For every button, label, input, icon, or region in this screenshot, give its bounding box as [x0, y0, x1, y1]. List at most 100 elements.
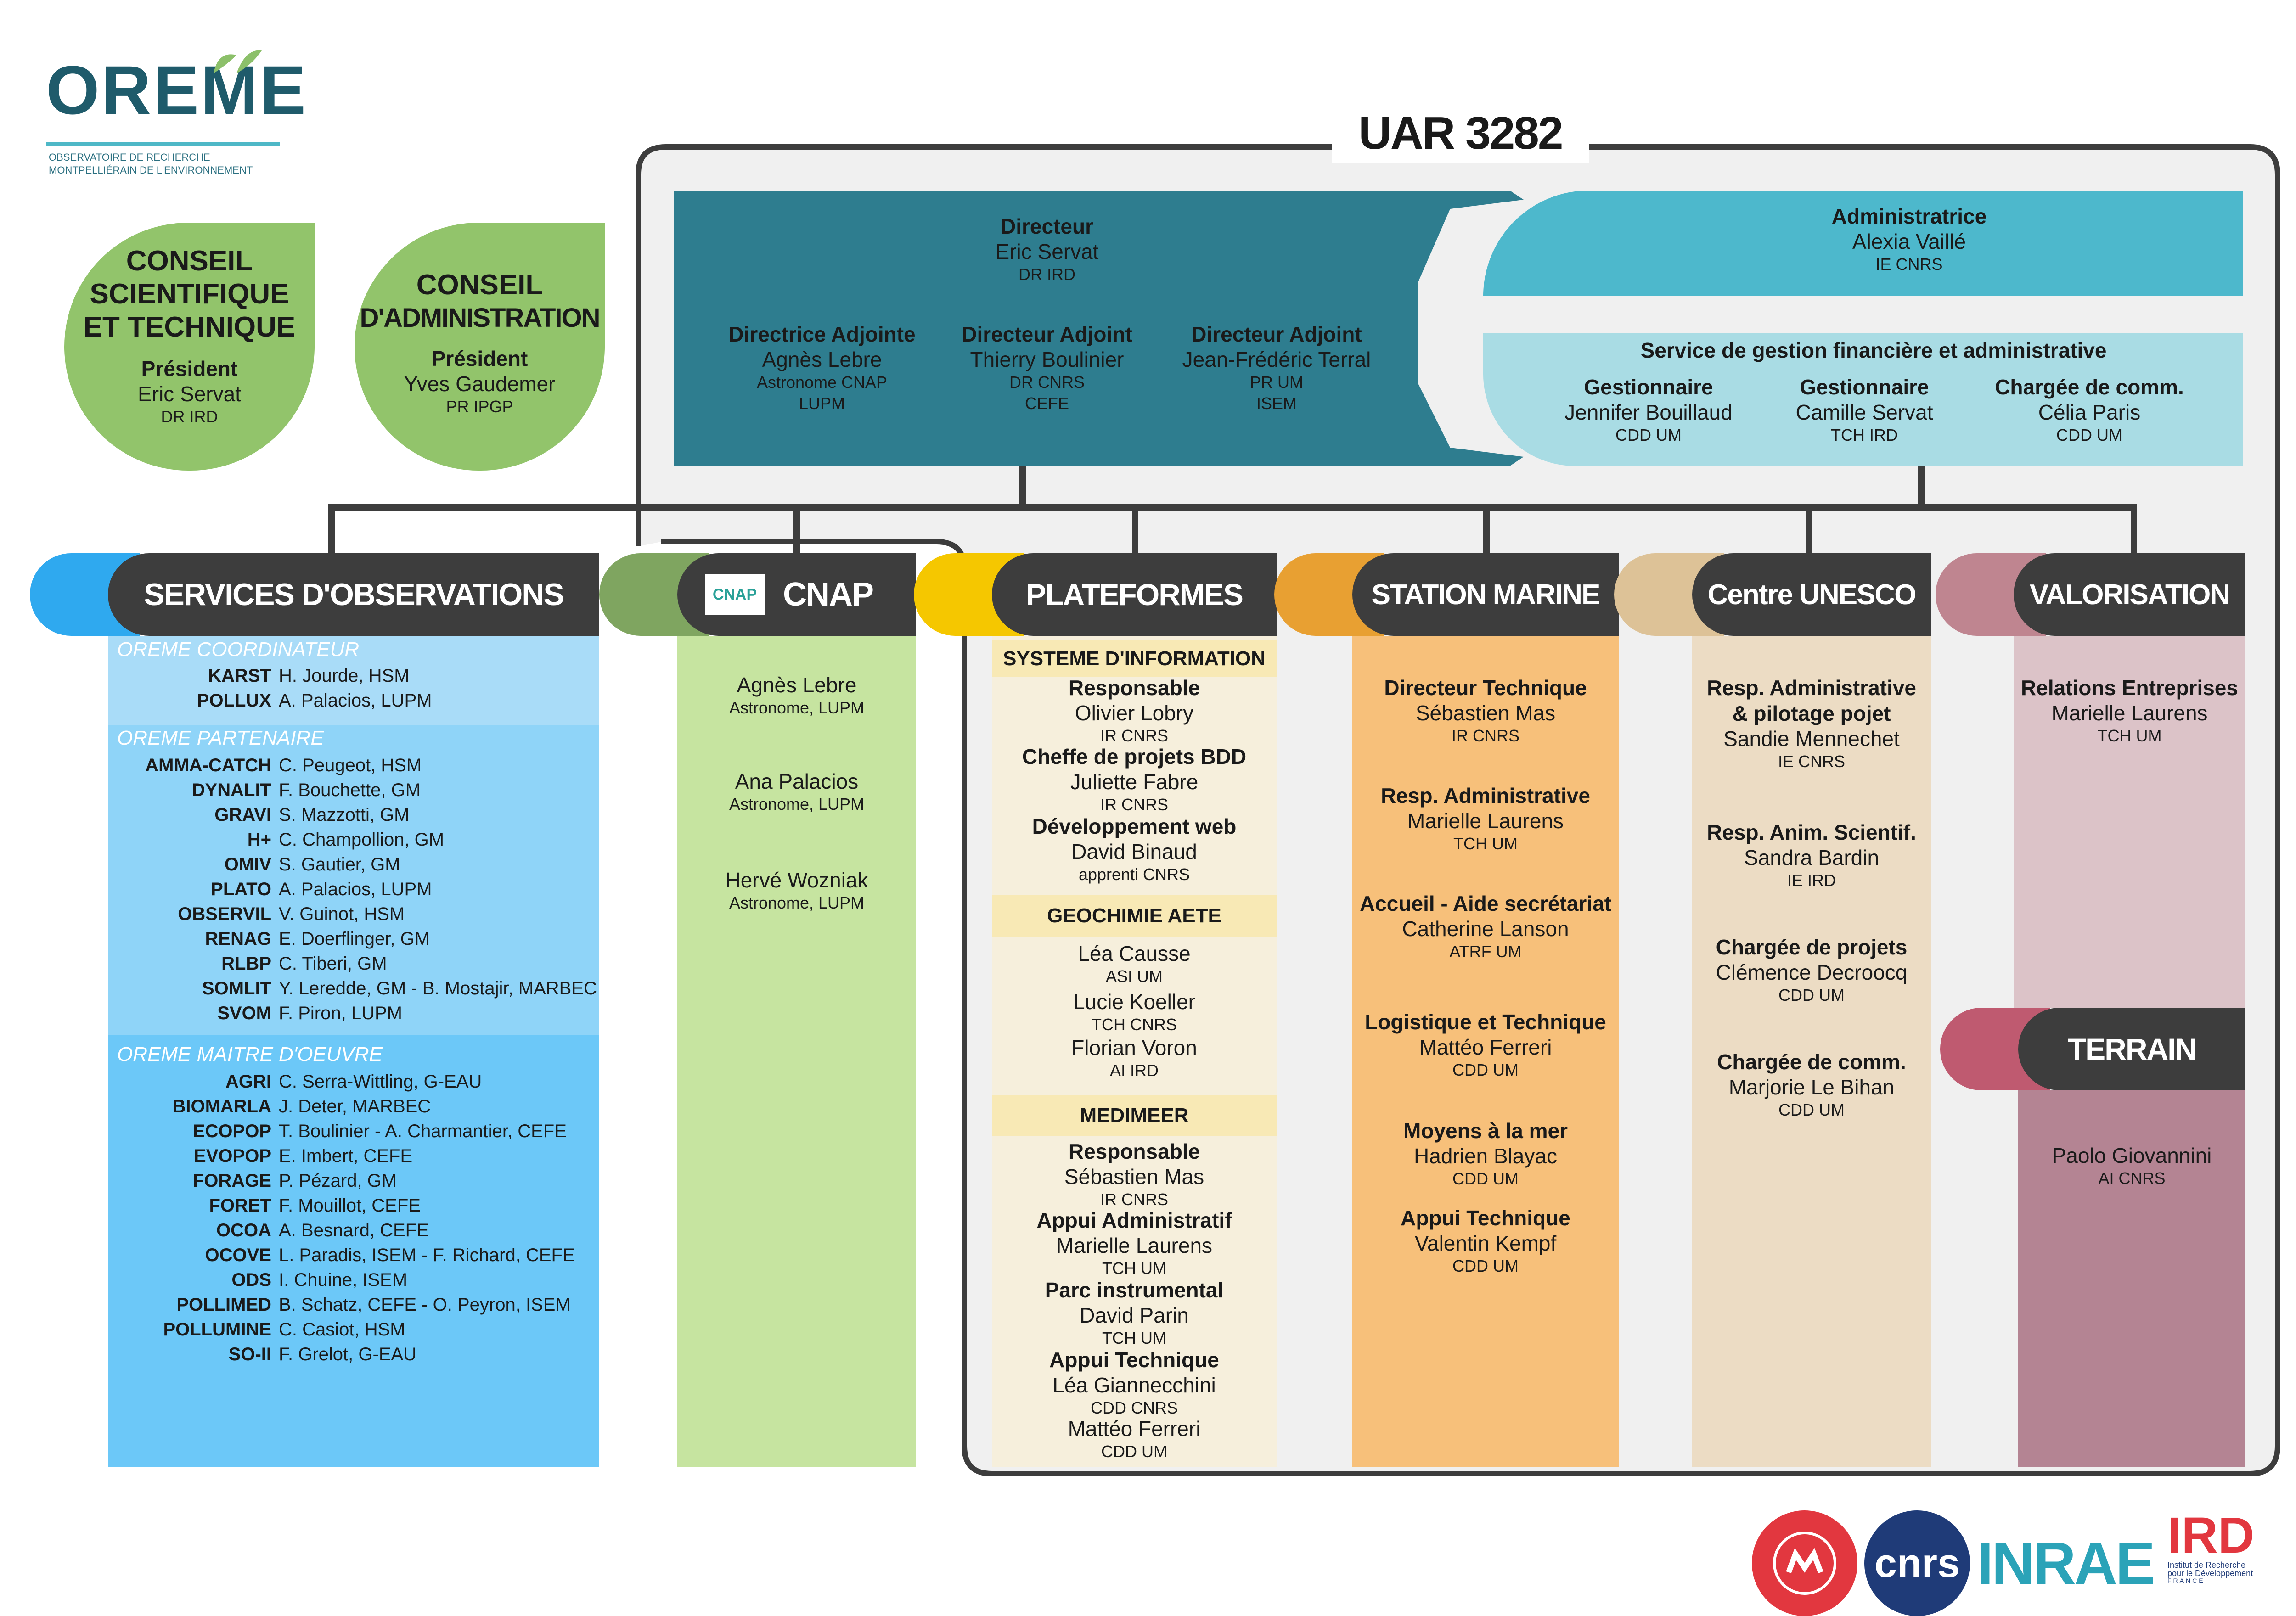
director-grade: DR IRD [1019, 265, 1075, 284]
cnap-header: CNAP CNAP [677, 553, 916, 636]
plat-grade: IR CNRS [1100, 795, 1168, 814]
connector-dir [1019, 466, 1026, 507]
unesco-person-3: Chargée de projets Clémence Decroocq CDD… [1692, 934, 1931, 1006]
plat-grade: TCH UM [1102, 1259, 1166, 1278]
terrain-name: Paolo Giovannini [2052, 1144, 2212, 1167]
plat-grade: TCH CNRS [1092, 1015, 1177, 1034]
connector-v2 [793, 504, 800, 555]
conseil-scientifique: CONSEIL SCIENTIFIQUE ET TECHNIQUE Présid… [64, 223, 315, 471]
plat-geo-title: GEOCHIMIE AETE [992, 895, 1277, 937]
station-name: Mattéo Ferreri [1419, 1035, 1552, 1059]
station-grade: CDD UM [1452, 1060, 1519, 1079]
deputy-role: Directeur Adjoint [962, 322, 1132, 346]
station-person-3: Accueil - Aide secrétariat Catherine Lan… [1352, 891, 1619, 962]
ird-sub-1: Institut de Recherche [2167, 1560, 2246, 1570]
station-header: STATION MARINE [1352, 553, 1619, 636]
terrain-grade: AI CNRS [2098, 1169, 2166, 1188]
cad-title-2: D'ADMINISTRATION [360, 303, 600, 333]
director: Directeur Eric Servat DR IRD [941, 213, 1153, 285]
logo-subtitle-1: OBSERVATOIRE DE RECHERCHE [49, 152, 210, 163]
valo-name: Marielle Laurens [2051, 701, 2208, 725]
station-person-5: Moyens à la mer Hadrien Blayac CDD UM [1352, 1118, 1619, 1190]
unesco-role-2: & pilotage pojet [1732, 701, 1891, 725]
plat-grade: AI IRD [1109, 1061, 1159, 1080]
unesco-grade: CDD UM [1778, 1100, 1845, 1119]
station-name: Valentin Kempf [1414, 1231, 1557, 1255]
cnap-name: Hervé Wozniak [725, 868, 868, 892]
cst-name: Eric Servat [138, 382, 241, 406]
cnrs-text: cnrs [1874, 1540, 1960, 1586]
um-seal-icon [1773, 1532, 1836, 1595]
station-person-6: Appui Technique Valentin Kempf CDD UM [1352, 1205, 1619, 1277]
plat-grade: CDD UM [1101, 1442, 1167, 1461]
deputy-grade: PR UM [1250, 373, 1303, 392]
service-name: Jennifer Bouillaud [1564, 400, 1733, 424]
plat-si-title: SYSTEME D'INFORMATION [992, 640, 1277, 677]
plat-name: Lucie Koeller [1073, 990, 1195, 1014]
cnap-panel [677, 636, 916, 1467]
plat-name: Olivier Lobry [1075, 701, 1194, 725]
obs-row: H+C. Champollion, GM [247, 830, 445, 850]
cad-role: Président [431, 347, 528, 370]
cnap-person-1: Agnès Lebre Astronome, LUPM [677, 673, 916, 718]
plat-name: Florian Voron [1071, 1036, 1197, 1060]
station-person-4: Logistique et Technique Mattéo Ferreri C… [1352, 1009, 1619, 1081]
service-grade: CDD UM [1615, 426, 1682, 444]
plat-med-3: Parc instrumental David Parin TCH UM [992, 1277, 1277, 1349]
service-person-3: Chargée de comm. Célia Paris CDD UM [1970, 374, 2209, 446]
leaf-icon [214, 50, 262, 73]
admin-grade: IE CNRS [1875, 255, 1943, 274]
unesco-name: Clémence Decroocq [1716, 960, 1908, 984]
plat-role: Responsable [1068, 1139, 1200, 1163]
station-name: Marielle Laurens [1407, 809, 1564, 833]
cnap-title: CNAP [783, 576, 874, 613]
unesco-person-4: Chargée de comm. Marjorie Le Bihan CDD U… [1692, 1049, 1931, 1121]
plat-role: Responsable [1068, 676, 1200, 700]
obs-header: SERVICES D'OBSERVATIONS [108, 553, 599, 636]
plat-name: Juliette Fabre [1070, 770, 1199, 794]
plat-role: Appui Administratif [1036, 1208, 1232, 1232]
um-logo [1752, 1510, 1857, 1616]
terrain-person: Paolo Giovannini AI CNRS [2018, 1143, 2245, 1189]
service-name: Célia Paris [2038, 400, 2141, 424]
plat-med-5: Mattéo Ferreri CDD UM [992, 1416, 1277, 1462]
cst-title-1: CONSEIL [126, 245, 253, 277]
connector-svc [1918, 466, 1925, 507]
plat-role: Parc instrumental [1045, 1278, 1224, 1302]
logo-wordmark: OREME [46, 51, 308, 129]
obs-coord-bg [108, 636, 599, 725]
plat-role: Cheffe de projets BDD [1022, 745, 1247, 769]
unesco-grade: IE IRD [1787, 871, 1836, 890]
cst-grade: DR IRD [161, 407, 218, 426]
plat-si-2: Cheffe de projets BDD Juliette Fabre IR … [992, 744, 1277, 815]
plat-name: Marielle Laurens [1056, 1234, 1213, 1257]
director-name: Eric Servat [995, 240, 1099, 264]
connector-main [328, 504, 2135, 511]
connector-v4 [1483, 504, 1490, 555]
station-role: Accueil - Aide secrétariat [1360, 892, 1611, 915]
unesco-name: Sandra Bardin [1744, 846, 1880, 870]
cnap-grade: Astronome, LUPM [729, 795, 865, 814]
cst-title-2: SCIENTIFIQUE [90, 278, 289, 310]
valo-grade: TCH UM [2097, 726, 2162, 745]
ird-logo: IRD Institut de Recherche pour le Dévelo… [2167, 1510, 2287, 1584]
obs-part-bg [108, 725, 599, 1035]
unesco-role: Resp. Administrative [1707, 676, 1916, 700]
station-person-2: Resp. Administrative Marielle Laurens TC… [1352, 783, 1619, 854]
plat-grade: CDD CNRS [1090, 1398, 1178, 1417]
cnap-logo-icon: CNAP [705, 574, 765, 615]
